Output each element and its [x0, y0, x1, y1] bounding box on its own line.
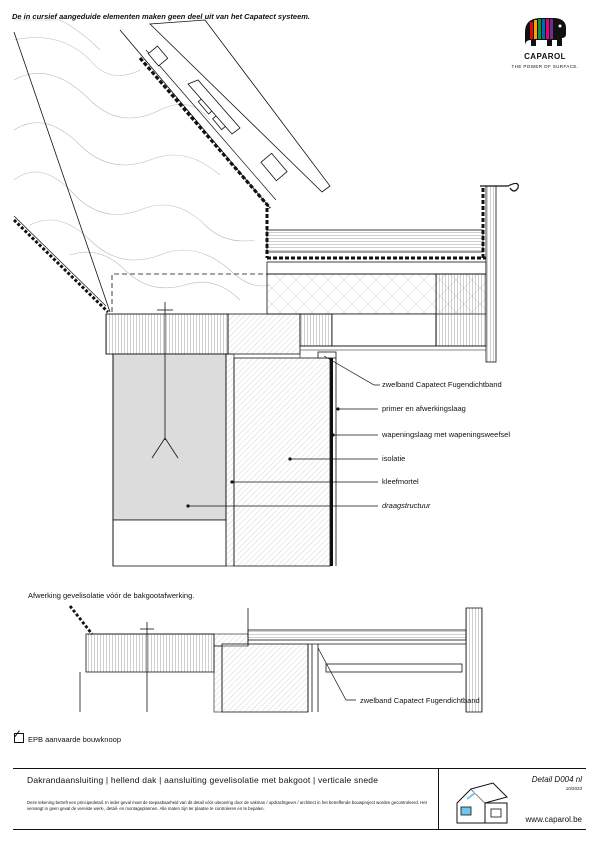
insulation-board [233, 357, 331, 567]
section2-caption: Afwerking gevelisolatie vóór de bakgoota… [28, 591, 195, 600]
title-block: Dakrandaansluiting | hellend dak | aansl… [13, 768, 586, 830]
roof-insulation [13, 19, 271, 301]
detail-code: Detail D004 nl [531, 775, 582, 784]
detail-date: 10/2023 [565, 786, 582, 791]
label-primer-finish-coat: primer en afwerkingslaag [382, 404, 466, 413]
drawing-title: Dakrandaansluiting | hellend dak | aansl… [27, 775, 379, 785]
footer-divider [438, 769, 439, 829]
anchor-symbol [151, 302, 179, 459]
label-load-bearing-structure: draagstructuur [382, 501, 431, 510]
caparol-logo[interactable]: CAPAROL THE POWER OF SURFACE. [506, 14, 584, 80]
elephant-logo-icon [525, 18, 566, 46]
vapour-barrier-left [12, 218, 110, 314]
wall-plate [105, 313, 229, 355]
checkbox-checked-icon [14, 733, 24, 743]
leader-lines [188, 355, 380, 507]
adhesive-mortar [225, 353, 235, 567]
logo-tagline: THE POWER OF SURFACE. [511, 64, 579, 69]
logo-name: CAPAROL [524, 52, 566, 61]
label-insulation: isolatie [382, 454, 406, 463]
website-link[interactable]: www.caparol.be [525, 815, 582, 824]
secondary-detail [68, 605, 483, 713]
house-facade-icon [456, 782, 508, 824]
disclaimer: Deze tekening betreft een principedetail… [27, 800, 427, 812]
checkmark-icon: ✓ [12, 727, 23, 741]
load-bearing-wall [112, 353, 227, 521]
label-adhesive-mortar: kleefmortel [382, 477, 419, 486]
epb-label: EPB aanvaarde bouwknoop [28, 735, 121, 744]
eaves-outline-dashed [111, 273, 267, 312]
label-joint-sealing-tape: zwelband Capatect Fugendichtband [382, 380, 502, 389]
roof-membrane [138, 56, 272, 210]
joint-sealing-tape [317, 351, 337, 359]
roof-tiles [147, 19, 331, 193]
label-joint-sealing-tape-2: zwelband Capatect Fugendichtband [360, 696, 480, 705]
label-reinforcement-layer: wapeningslaag met wapeningsweefsel [382, 430, 510, 439]
eaves-soffit [227, 313, 301, 355]
top-note: De in cursief aangeduide elementen maken… [12, 12, 311, 21]
